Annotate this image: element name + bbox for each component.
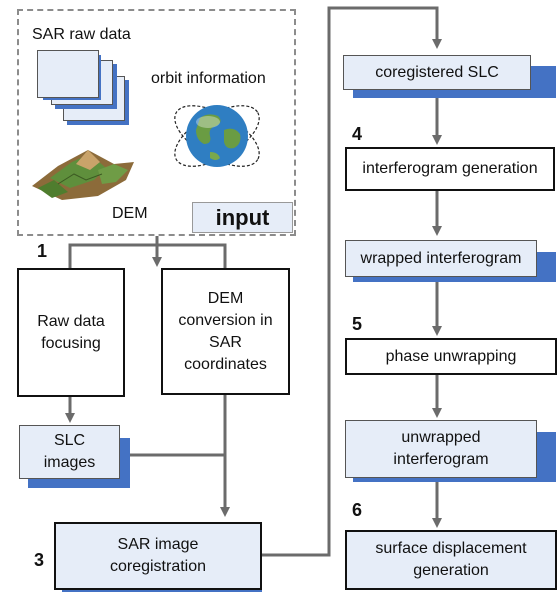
sar-coregistration-box: SAR image coregistration [54, 522, 262, 590]
input-frame [17, 9, 296, 236]
dem-terrain-icon [32, 150, 134, 200]
dem-label: DEM [112, 205, 148, 222]
unwrapped-interferogram-label: unwrapped interferogram [393, 429, 489, 468]
sar-coregistration-label: SAR image coregistration [109, 536, 207, 575]
slc-images-label: SLC images [43, 432, 96, 471]
interferogram-generation-label: interferogram generation [362, 160, 538, 177]
step-number-6: 6 [352, 500, 363, 520]
surface-displacement-box: surface displacement generation [345, 530, 557, 590]
orbit-information-label: orbit information [151, 70, 266, 87]
wrapped-interferogram-label: wrapped interferogram [360, 249, 522, 267]
step-number-4: 4 [352, 124, 363, 144]
phase-unwrapping-box: phase unwrapping [345, 338, 557, 375]
sar-raw-data-label: SAR raw data [32, 26, 131, 43]
step-number-1: 1 [37, 241, 48, 261]
step-number-5: 5 [352, 314, 363, 334]
step-number-3: 3 [34, 550, 45, 570]
arrow-coreg-to-column [262, 6, 442, 557]
coregistered-slc-label: coregistered SLC [375, 63, 499, 81]
globe-orbit-icon [174, 105, 260, 167]
input-tag: input [192, 202, 293, 233]
surface-displacement-label: surface displacement generation [375, 540, 527, 579]
phase-unwrapping-label: phase unwrapping [385, 347, 517, 365]
dem-conversion-label: DEM conversion in SAR coordinates [178, 289, 273, 373]
raw-data-focusing-box: Raw data focusing [17, 268, 125, 397]
interferogram-generation-box: interferogram generation [345, 147, 555, 191]
split-line [68, 243, 227, 268]
dem-conversion-box: DEM conversion in SAR coordinates [161, 268, 290, 395]
raw-data-focusing-label: Raw data focusing [37, 312, 105, 352]
